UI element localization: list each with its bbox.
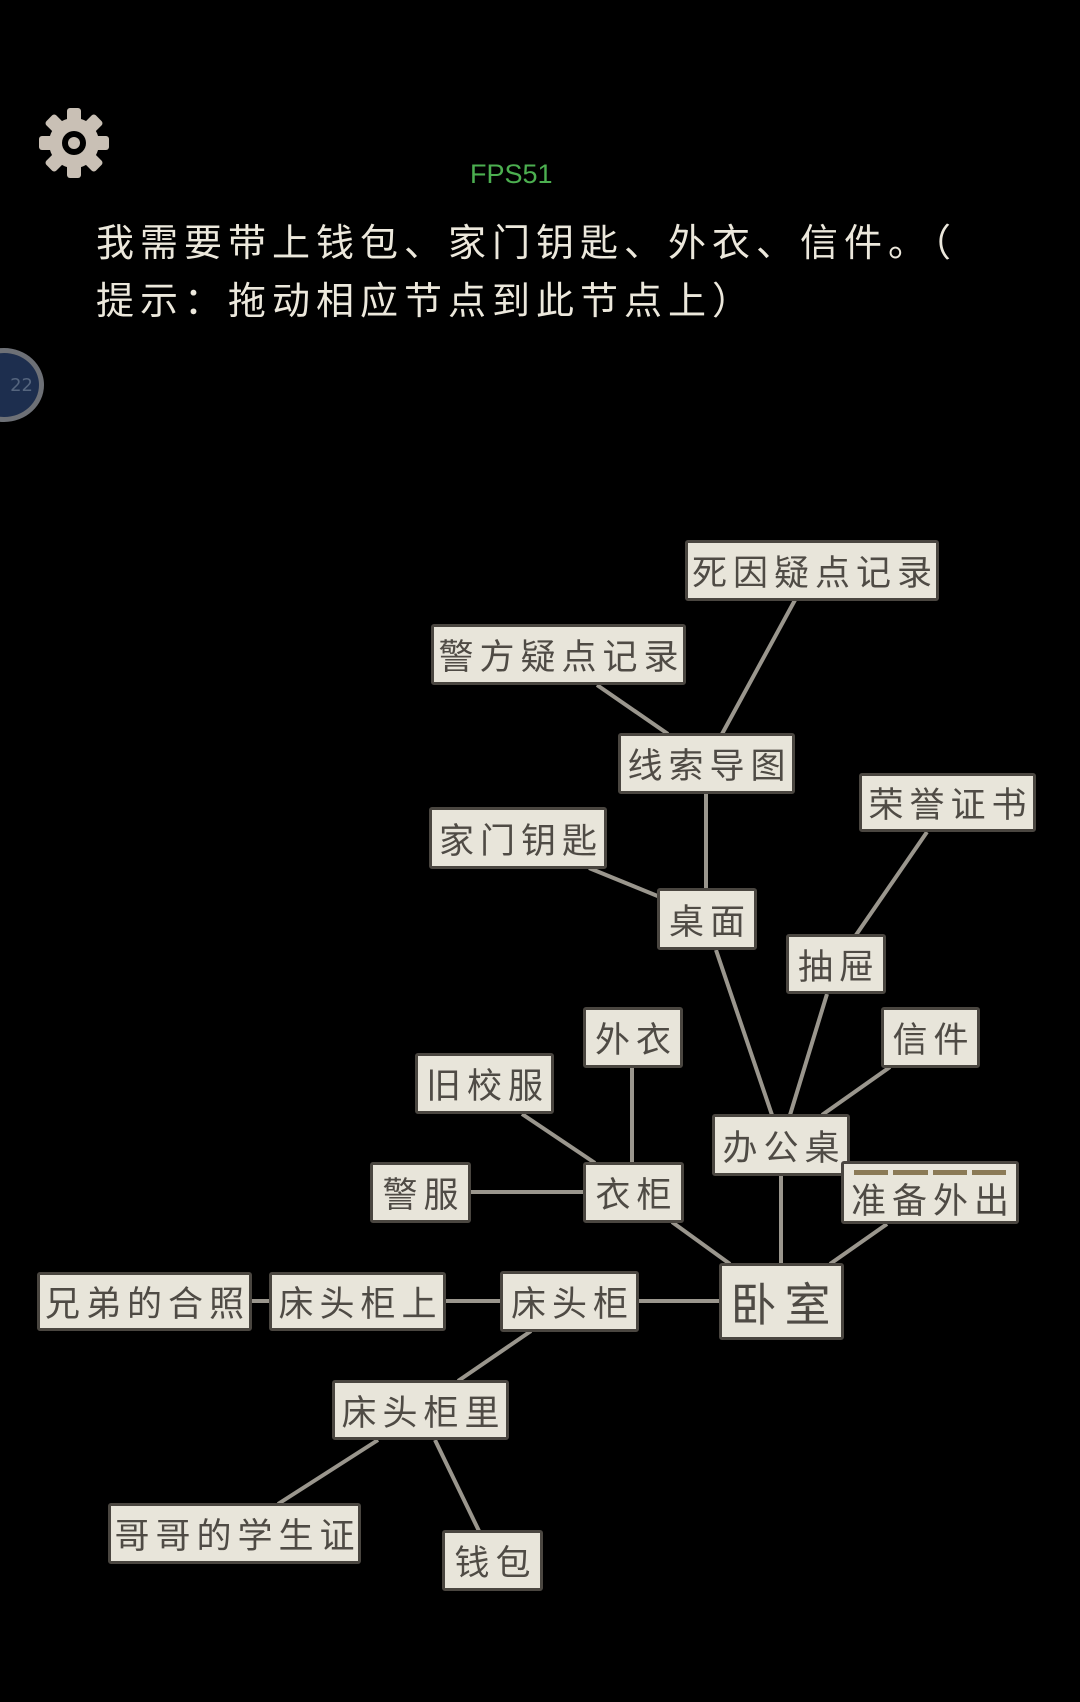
edge-line [588,866,661,899]
edge-line [788,993,829,1116]
edge-line [854,830,929,937]
fps-counter: FPS51 [470,159,553,189]
node-qb[interactable]: 钱包 [442,1530,543,1591]
node-ggxsz[interactable]: 哥哥的学生证 [108,1503,361,1564]
gear-icon [39,108,109,178]
edge-line [670,1220,732,1266]
node-xdhz[interactable]: 兄弟的合照 [37,1272,252,1331]
prompt-line-1: 我需要带上钱包、家门钥匙、外衣、信件。（ [96,221,958,265]
progress-segment [854,1170,889,1175]
progress-segment [971,1170,1006,1175]
node-label: 床头柜上 [278,1285,443,1325]
node-label: 兄弟的合照 [45,1285,251,1325]
node-zm[interactable]: 桌面 [657,888,757,950]
edge-line [714,949,774,1116]
edge-line [720,599,797,735]
node-cwgs[interactable]: 床头柜上 [269,1272,446,1331]
node-label: 外衣 [594,1021,677,1061]
node-label: 哥哥的学生证 [114,1517,361,1557]
node-label: 死因疑点记录 [692,554,939,594]
node-ws[interactable]: 卧室 [719,1263,844,1340]
node-ctgl[interactable]: 床头柜里 [332,1380,509,1440]
node-label: 床头柜里 [341,1393,506,1434]
node-jxf[interactable]: 旧校服 [415,1053,554,1114]
node-label: 卧室 [730,1277,839,1332]
node-label: 旧校服 [425,1067,549,1107]
edge-line [520,1112,597,1165]
node-label: 家门钥匙 [438,821,603,862]
node-ct[interactable]: 抽屉 [786,934,886,994]
progress-dashes [854,1170,1006,1175]
node-zbwc[interactable]: 准备外出 [841,1161,1019,1224]
node-xj[interactable]: 信件 [881,1007,980,1068]
node-label: 钱包 [454,1544,537,1584]
node-sywd[interactable]: 死因疑点记录 [685,540,939,601]
edge-line [276,1438,380,1506]
node-wy[interactable]: 外衣 [583,1007,683,1068]
node-label: 线索导图 [627,747,792,787]
progress-segment [893,1170,928,1175]
edge-line [828,1222,889,1266]
node-label: 桌面 [668,902,751,943]
settings-button[interactable] [38,107,110,179]
node-label: 警服 [382,1176,465,1216]
node-jf[interactable]: 警服 [370,1162,471,1223]
node-label: 床头柜 [510,1285,634,1325]
floating-assistant-button[interactable]: 22 [0,348,44,422]
node-ctg[interactable]: 床头柜 [500,1271,639,1332]
node-label: 警方疑点记录 [438,638,685,678]
node-label: 衣柜 [595,1176,678,1216]
prompt-line-2: 提示：拖动相应节点到此节点上） [96,279,757,323]
progress-segment [932,1170,967,1175]
edge-line [456,1329,533,1383]
node-rycs[interactable]: 荣誉证书 [859,773,1036,832]
edge-line [433,1439,481,1532]
task-prompt: 我需要带上钱包、家门钥匙、外衣、信件。（ 提示：拖动相应节点到此节点上） [96,214,996,330]
edge-line [820,1065,892,1117]
node-jfyd[interactable]: 警方疑点记录 [431,624,686,685]
floating-button-label: 22 [10,374,33,396]
node-jmys[interactable]: 家门钥匙 [429,807,607,869]
node-label: 准备外出 [850,1182,1015,1222]
node-xsdt[interactable]: 线索导图 [618,733,795,794]
node-label: 荣誉证书 [868,786,1033,826]
node-label: 信件 [892,1021,975,1061]
node-bgz[interactable]: 办公桌 [712,1114,850,1176]
node-label: 办公桌 [722,1128,846,1169]
node-yg[interactable]: 衣柜 [583,1162,684,1223]
edge-line [595,683,670,736]
node-label: 抽屉 [797,947,880,988]
